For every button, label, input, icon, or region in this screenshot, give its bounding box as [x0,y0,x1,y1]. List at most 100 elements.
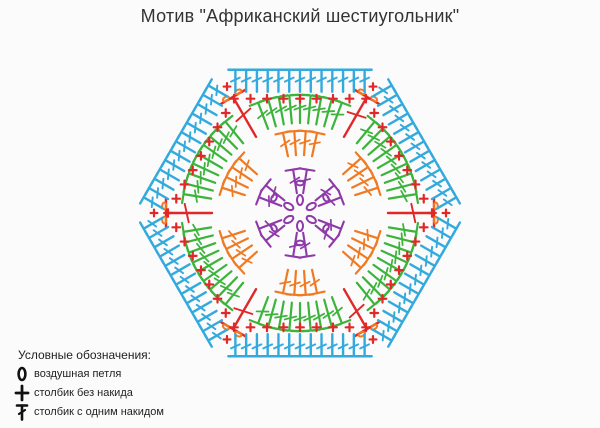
double-crochet-symbol [138,216,164,236]
double-crochet-symbol [280,68,298,93]
single-crochet-symbol [394,265,404,276]
diagram-title: Мотив "Африканский шестиугольник" [140,6,460,26]
single-crochet-symbol [377,122,388,133]
double-crochet-symbol [248,68,266,93]
legend: Условные обозначения: воздушная петля ст… [14,348,164,421]
double-crochet-symbol [296,129,315,157]
double-crochet-symbol [203,78,229,98]
double-crochet-symbol [237,68,255,93]
single-crochet-symbol [171,193,182,204]
chain-stitch-symbol [296,194,304,206]
single-crochet-symbol [204,279,215,290]
single-crochet-symbol [171,222,182,233]
double-crochet-symbol [259,224,286,248]
single-crochet-symbol [245,93,256,104]
chain-stitch-symbol [370,323,379,331]
single-crochet-icon [14,384,30,401]
legend-label-double-crochet: столбик с одним накидом [34,405,164,418]
double-crochet-icon [15,403,29,421]
single-crochet-symbol [262,322,272,333]
double-crochet-symbol [248,98,270,130]
double-crochet-symbol [284,167,302,195]
double-crochet-symbol [285,269,304,297]
single-crochet-symbol [344,322,355,333]
double-crochet-symbol [259,68,276,93]
round-3-fans [180,93,420,333]
double-crochet-symbol [355,281,383,312]
single-crochet-symbol [344,93,355,104]
single-crochet-symbol [196,150,206,161]
double-crochet-symbol [274,130,292,158]
single-crochet-symbol [229,322,239,333]
single-crochet-symbol [418,222,429,233]
chain-stitch-symbol [221,323,230,331]
legend-item-double-crochet: столбик с одним накидом [14,402,164,421]
double-crochet-symbol [371,328,397,348]
single-crochet-symbol [187,250,198,261]
chain-stitch-symbol [161,201,168,211]
chain-stitch-icon [17,366,27,381]
chain-stitch-symbol [357,88,366,96]
single-crochet-symbol [222,82,232,92]
chain-stitch-symbol [432,201,439,211]
chain-stitch-symbol [322,193,330,203]
chain-stitch-symbol [234,88,243,96]
double-crochet-symbol [302,333,320,358]
single-crochet-symbol [385,279,396,290]
double-crochet-symbol [280,333,298,358]
double-crochet-symbol [330,296,352,328]
single-crochet-symbol [311,322,322,333]
double-crochet-symbol [217,114,245,145]
double-crochet-symbol [270,68,287,93]
single-crochet-symbol [204,136,215,147]
single-crochet-symbol [402,250,413,261]
single-crochet-symbol [311,93,322,104]
single-crochet-symbol [377,293,388,304]
single-crochet-symbol [149,208,159,218]
single-crochet-symbol [179,236,190,247]
chain-stitch-symbol [270,193,278,203]
double-crochet-symbol [351,237,379,257]
single-crochet-symbol [361,322,371,333]
single-crochet-symbol [278,322,289,333]
joining-stitches [161,88,439,338]
single-crochet-symbol [187,165,198,176]
double-crochet-symbol [324,68,341,93]
outer-round [138,68,462,358]
single-crochet-symbol [220,308,231,318]
double-crochet-symbol [227,333,244,358]
chain-stitch-symbol [296,220,304,232]
double-crochet-symbol [291,68,309,93]
single-crochet-symbol [328,93,338,104]
double-crochet-symbol [324,333,341,358]
single-crochet-symbol [410,179,421,190]
double-crochet-symbol [308,130,326,158]
double-crochet-symbol [345,68,363,93]
double-crochet-symbol [218,229,246,247]
double-crochet-symbol [298,231,316,259]
chain-stitch-symbol [357,330,366,338]
single-crochet-symbol [212,293,223,304]
double-crochet-symbol [232,151,258,176]
single-crochet-symbol [295,93,305,104]
round-1-center-ring [255,167,345,259]
single-crochet-symbol [212,122,223,133]
double-crochet-symbol [317,218,345,237]
double-crochet-symbol [248,296,270,328]
single-crochet-symbol [441,208,451,218]
double-crochet-symbol [203,328,229,348]
double-crochet-symbol [371,78,397,98]
single-crochet-symbol [410,236,421,247]
chain-stitch-symbol [370,95,379,103]
double-crochet-symbol [356,68,373,93]
double-crochet-symbol [221,237,249,257]
double-crochet-symbol [255,189,283,208]
double-crochet-symbol [345,333,363,358]
double-crochet-symbol [274,268,292,296]
double-crochet-symbol [270,333,287,358]
chain-stitch-symbol [432,215,439,225]
single-crochet-symbol [229,93,239,104]
double-crochet-symbol [354,179,382,197]
